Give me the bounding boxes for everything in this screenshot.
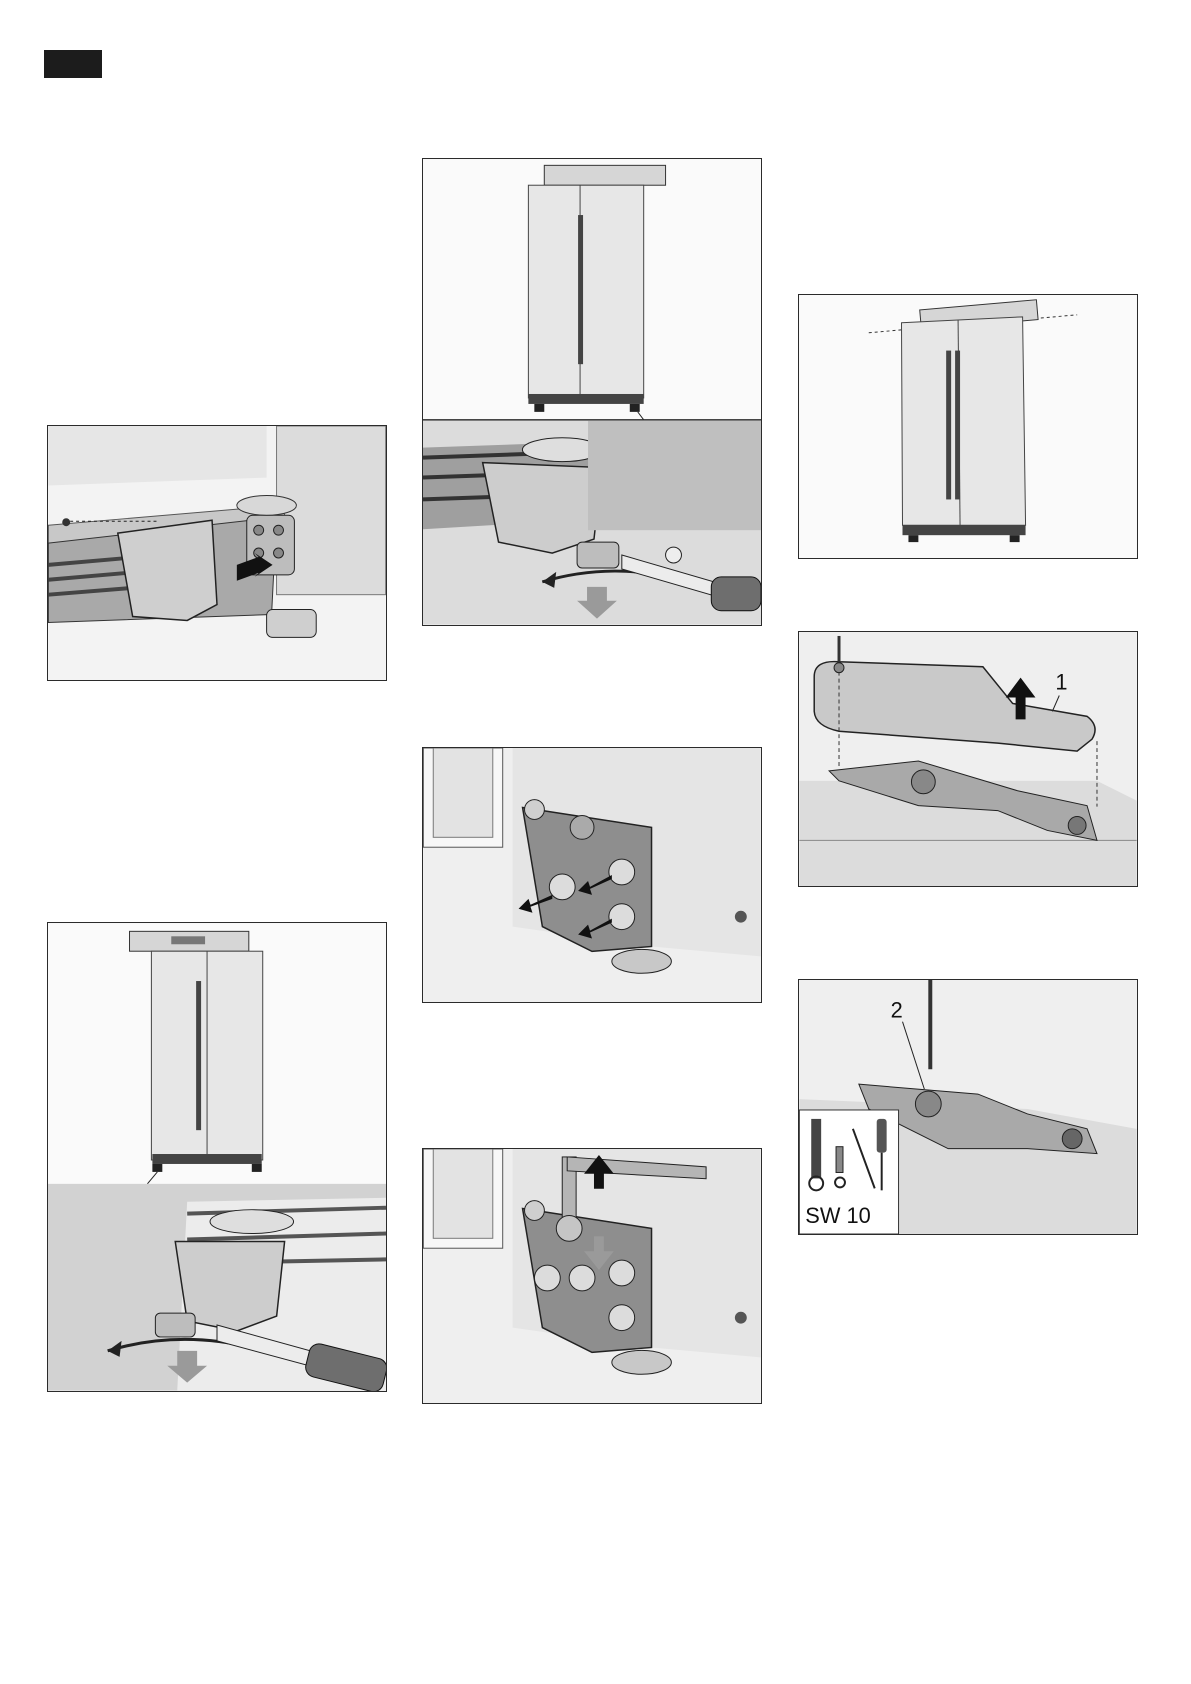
figure-tilt-check [798, 294, 1138, 559]
screw-icon [62, 518, 70, 526]
figure-plinth-attach [47, 425, 387, 681]
tilt-check-illustration [799, 295, 1137, 558]
plinth-attach-illustration [48, 426, 386, 680]
hex-nut-illustration: 2 SW 10 [799, 980, 1137, 1234]
hinge-adjust-illustration [423, 1149, 761, 1403]
spirit-level-icon [544, 165, 665, 185]
language-tab [44, 50, 102, 78]
figure-hex-nut: 2 SW 10 [798, 979, 1138, 1235]
figure-hinge-adjust [422, 1148, 762, 1404]
cover-remove-illustration: 1 [799, 632, 1137, 886]
figure-hinge-screws [422, 747, 762, 1003]
level-right-illustration [423, 159, 761, 625]
level-left-illustration [48, 923, 386, 1391]
hinge-screws-illustration [423, 748, 761, 1002]
screw-icon [834, 663, 844, 673]
socket-wrench-icon [811, 1119, 821, 1179]
callout-1: 1 [1055, 670, 1067, 695]
callout-2: 2 [891, 998, 903, 1023]
figure-cover-remove: 1 [798, 631, 1138, 887]
figure-level-left [47, 922, 387, 1392]
wrench-size-label: SW 10 [805, 1203, 870, 1228]
figure-level-right [422, 158, 762, 626]
